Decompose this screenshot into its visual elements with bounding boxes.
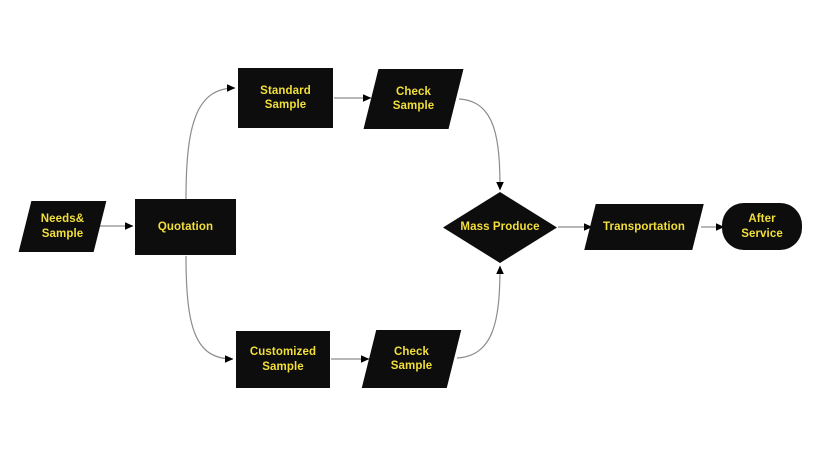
node-label: Customized Sample bbox=[249, 346, 317, 373]
rectangle-shape bbox=[236, 331, 330, 388]
node-label: Mass Produce bbox=[460, 221, 540, 234]
node-label: Standard Sample bbox=[260, 84, 311, 111]
node-check-sample-top[interactable]: Check Sample bbox=[363, 69, 464, 129]
node-customized-sample[interactable]: Customized Sample bbox=[236, 331, 330, 388]
node-mass-produce[interactable]: Mass Produce bbox=[443, 192, 557, 263]
node-quotation[interactable]: Quotation bbox=[135, 199, 236, 255]
node-after-service[interactable]: After Service bbox=[722, 203, 802, 250]
rectangle-shape bbox=[238, 68, 333, 128]
edge-quotation-to-customized-sample bbox=[185, 255, 234, 363]
node-needs-sample[interactable]: Needs& Sample bbox=[18, 201, 107, 252]
edge-check-sample-top-to-mass-produce bbox=[458, 98, 504, 191]
edge-check-sample-bottom-to-mass-produce bbox=[456, 265, 504, 359]
node-label: Transportation bbox=[603, 220, 685, 233]
node-label: Check Sample bbox=[392, 85, 435, 112]
edge-quotation-to-standard-sample bbox=[185, 84, 236, 200]
node-transportation[interactable]: Transportation bbox=[584, 204, 704, 250]
node-label: Quotation bbox=[157, 220, 214, 233]
rectangle-shape bbox=[135, 199, 236, 255]
node-standard-sample[interactable]: Standard Sample bbox=[238, 68, 333, 128]
rounded-rectangle-shape bbox=[722, 203, 802, 250]
node-label: Needs& Sample bbox=[40, 213, 85, 240]
node-label: After Service bbox=[741, 213, 783, 240]
node-check-sample-bottom[interactable]: Check Sample bbox=[361, 330, 462, 388]
node-label: Check Sample bbox=[390, 345, 433, 372]
